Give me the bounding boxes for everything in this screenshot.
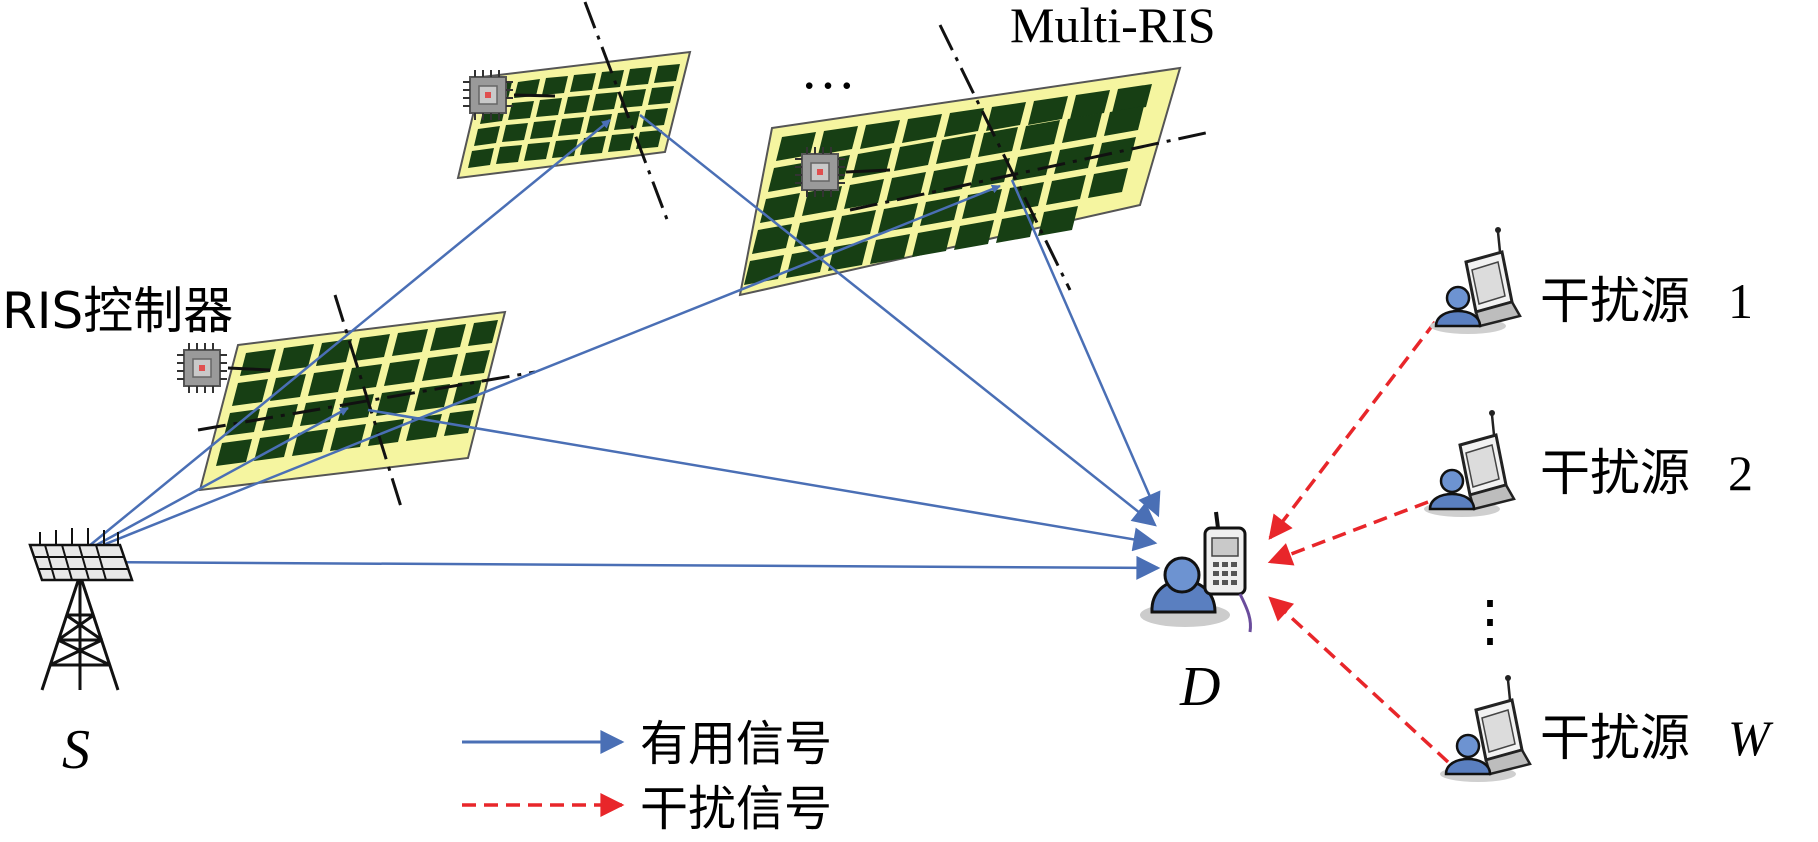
source-label: S — [62, 719, 90, 781]
laptop-user-icon — [1422, 408, 1516, 519]
chip-icon — [176, 342, 228, 394]
ellipsis-vertical: ⋮ — [1462, 591, 1518, 653]
base-station-icon — [28, 528, 134, 691]
interferer-index: 1 — [1728, 273, 1753, 329]
legend-item-interference: 干扰信号 — [462, 781, 832, 837]
interferer-label-w: 干扰源 W — [1540, 709, 1774, 767]
interferer-index: W — [1728, 710, 1774, 766]
legend-item-useful: 有用信号 — [462, 716, 832, 772]
interferer-name: 干扰源 — [1540, 709, 1690, 767]
interferer-name: 干扰源 — [1540, 444, 1690, 502]
interference-signal-arrows — [1267, 320, 1450, 764]
legend: 有用信号 干扰信号 — [462, 716, 832, 837]
legend-interference-label: 干扰信号 — [640, 781, 832, 837]
user-phone-icon — [1140, 511, 1252, 633]
ris-controller-top — [462, 69, 556, 121]
interferer-name: 干扰源 — [1540, 272, 1690, 330]
ris-controller-label: RIS控制器 — [2, 282, 233, 340]
laptop-user-icon — [1428, 225, 1522, 336]
destination-label: D — [1179, 656, 1220, 718]
ellipsis-horizontal: … — [800, 39, 860, 101]
ris-controller-left — [176, 342, 271, 394]
chip-icon — [794, 146, 846, 198]
multi-ris-label: Multi-RIS — [1010, 0, 1216, 53]
chip-icon — [462, 69, 514, 121]
ris-panel-right — [738, 66, 1182, 297]
legend-useful-label: 有用信号 — [640, 716, 832, 772]
laptop-user-icon — [1438, 673, 1532, 784]
ris-panel-top — [456, 50, 692, 180]
useful-signal-arrows — [77, 114, 1161, 580]
interferer-label-1: 干扰源 1 — [1540, 272, 1753, 330]
ris-controller-right — [794, 146, 891, 198]
interferer-label-2: 干扰源 2 — [1540, 444, 1753, 502]
interferer-index: 2 — [1728, 445, 1753, 501]
ris-normal-lines — [197, 1, 1211, 511]
